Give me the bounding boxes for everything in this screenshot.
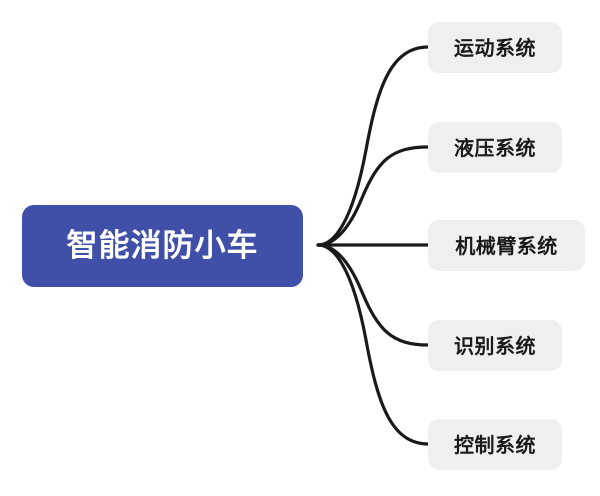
connector-branch-1 bbox=[316, 45, 430, 247]
connector-branch-4 bbox=[316, 243, 430, 347]
root-node[interactable]: 智能消防小车 bbox=[22, 205, 303, 287]
branch-node-control-system[interactable]: 控制系统 bbox=[428, 419, 562, 470]
root-node-label: 智能消防小车 bbox=[66, 227, 259, 264]
branch-node-recognition-system[interactable]: 识别系统 bbox=[428, 320, 562, 371]
connector-branch-5 bbox=[316, 243, 430, 446]
connector-branch-2 bbox=[316, 145, 430, 247]
branch-node-hydraulic-system[interactable]: 液压系统 bbox=[428, 122, 562, 173]
branch-node-motion-system[interactable]: 运动系统 bbox=[428, 22, 562, 73]
branch-node-label: 识别系统 bbox=[454, 333, 536, 358]
branch-node-robotic-arm-system[interactable]: 机械臂系统 bbox=[428, 220, 585, 271]
branch-node-label: 机械臂系统 bbox=[455, 233, 558, 258]
branch-node-label: 液压系统 bbox=[454, 135, 536, 160]
branch-node-label: 控制系统 bbox=[454, 432, 536, 457]
branch-node-label: 运动系统 bbox=[454, 35, 536, 60]
